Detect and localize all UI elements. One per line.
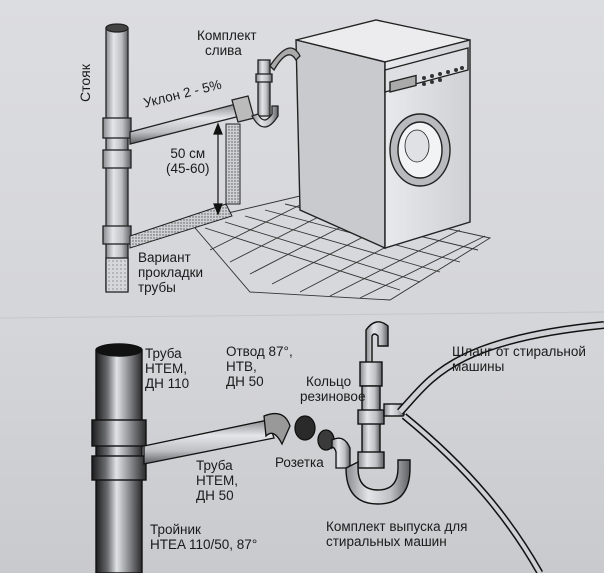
branch-pipe-dn50 [143,412,291,465]
drain-kit-label: Комплект слива [197,28,257,58]
bottom-illustration [91,321,604,573]
washing-machine-hose [397,321,604,573]
elbow-line-3: ДН 50 [226,374,264,389]
small-pipe-label: Труба HTEM, ДН 50 [196,458,238,503]
section-divider [0,311,604,319]
elbow-line-1: Отвод 87°, [226,344,293,359]
hose-line-2: машины [452,359,505,374]
drain-kit-line-1: Комплект [197,28,257,43]
ring-label: Кольцо резиновое [300,374,365,404]
sloped-drain-pipe [129,95,255,145]
main-pipe-dn110 [91,343,147,573]
ring-line-2: резиновое [300,389,366,404]
rubber-ring [294,415,335,451]
outlet-kit-label: Комплект выпуска для стиральных машин [326,519,467,549]
hose-label: Шланг от стиральной машины [452,344,586,374]
main-pipe-line-1: Труба [145,346,182,361]
ring-line-1: Кольцо [306,374,352,389]
outlet-kit-line-2: стиральных машин [326,534,447,549]
outlet-kit-line-1: Комплект выпуска для [326,519,468,534]
variant-line-1: Вариант [138,250,191,265]
elbow-label: Отвод 87°, HTB, ДН 50 [226,344,293,389]
outlet-kit-siphon [345,321,411,505]
tee-line-1: Тройник [150,522,201,537]
small-pipe-line-2: HTEM, [196,473,238,488]
drain-kit-siphon [251,47,301,128]
tee-line-2: HTEA 110/50, 87° [150,537,258,552]
socket-label: Розетка [275,455,324,470]
small-pipe-line-3: ДН 50 [196,488,234,503]
alternative-pipe-route [129,123,241,249]
small-pipe-line-1: Труба [196,458,233,473]
riser-label: Стояк [77,64,93,102]
main-pipe-line-3: ДН 110 [145,376,190,391]
tee-label: Тройник HTEA 110/50, 87° [150,522,257,552]
top-illustration [102,19,492,301]
height-line-1: 50 см [170,146,206,161]
riser-text: Стояк [77,64,93,102]
elbow-line-2: HTB, [226,359,257,374]
height-label: 50 см (45-60) [166,146,210,176]
drain-kit-line-2: слива [205,43,242,58]
socket-fitting [331,437,351,469]
height-line-2: (45-60) [166,161,210,176]
height-dimension-arrow [213,122,223,216]
variant-line-3: трубы [138,280,176,295]
socket-text: Розетка [275,455,324,470]
main-pipe-line-2: HTEM, [145,361,187,376]
riser-pipe [102,23,132,293]
variant-label: Вариант прокладки трубы [138,250,203,295]
hose-line-1: Шланг от стиральной [452,344,586,359]
washing-machine [295,19,471,250]
variant-line-2: прокладки [138,265,204,280]
main-pipe-label: Труба HTEM, ДН 110 [145,346,189,391]
